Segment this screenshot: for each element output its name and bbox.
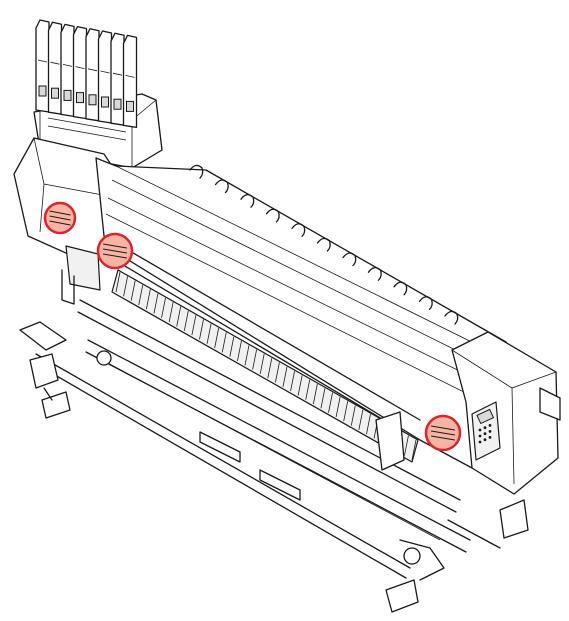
- left-end-cover: [13, 137, 117, 305]
- right-end-unit: [375, 331, 561, 495]
- ink-cartridge: [85, 28, 100, 122]
- top-cover-bumps: [189, 164, 459, 325]
- cover-bump: [265, 208, 280, 223]
- cover-bump: [418, 296, 433, 311]
- right-stand: [385, 499, 529, 613]
- highlight-marker: [424, 414, 462, 452]
- ink-cartridges: [35, 19, 138, 129]
- ink-cartridge: [97, 30, 113, 124]
- cover-bump: [291, 223, 306, 238]
- ink-cartridge: [47, 21, 63, 115]
- cover-bump: [342, 252, 357, 267]
- ink-cartridge: [60, 23, 75, 118]
- cover-bump: [214, 179, 229, 194]
- lcd-display: [476, 408, 495, 425]
- platen-roller: [115, 271, 417, 461]
- cover-bump: [393, 281, 408, 296]
- highlight-marker: [96, 232, 134, 270]
- printer-body: [35, 157, 515, 579]
- control-keys: [478, 424, 492, 444]
- ink-cartridge: [122, 34, 138, 129]
- highlight-marker: [43, 201, 77, 235]
- ink-cartridge: [35, 19, 50, 113]
- cover-bump: [444, 310, 459, 325]
- ink-cartridge: [110, 32, 125, 126]
- left-stand: [19, 321, 112, 419]
- cover-bump: [240, 194, 255, 208]
- cover-bump: [367, 267, 382, 281]
- highlight-markers: [43, 201, 462, 452]
- ink-cartridge: [72, 25, 88, 120]
- cover-bump: [189, 164, 204, 179]
- cover-bump: [316, 237, 331, 252]
